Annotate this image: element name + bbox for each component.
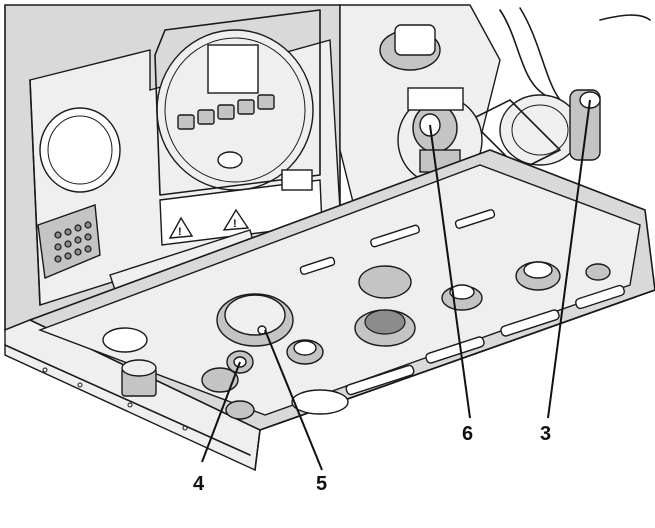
- panel-button: [217, 104, 235, 120]
- callout-5: 5: [316, 473, 327, 495]
- gas-valve: [216, 293, 294, 347]
- svg-text:!: !: [178, 226, 182, 238]
- terminal-pins: [54, 221, 92, 263]
- inspection-window: [39, 107, 121, 193]
- callout-6: 6: [462, 423, 473, 445]
- leader-line-6: [429, 124, 471, 419]
- info-label: [281, 169, 313, 191]
- display-screen: [207, 44, 259, 94]
- knob: [217, 151, 243, 169]
- warning-triangle-icon: [168, 216, 194, 239]
- callout-3: 3: [540, 423, 551, 445]
- svg-text:!: !: [233, 218, 237, 230]
- leader-line-5: [264, 329, 323, 471]
- leader-line-4: [201, 361, 241, 463]
- callout-labels: 4 5 6 3: [193, 423, 551, 495]
- pipe-fittings: [102, 261, 611, 420]
- panel-button: [237, 99, 255, 115]
- warning-triangle-icon: [222, 208, 250, 231]
- panel-buttons: [177, 94, 275, 130]
- panel-button: [197, 109, 215, 125]
- callout-leaders: [201, 99, 591, 471]
- pump-label: [407, 87, 464, 111]
- leader-line-3: [547, 99, 591, 419]
- callout-4: 4: [193, 473, 205, 495]
- panel-button: [177, 114, 195, 130]
- control-panel: [154, 9, 321, 196]
- panel-button: [257, 94, 275, 110]
- base-plate: [27, 149, 655, 471]
